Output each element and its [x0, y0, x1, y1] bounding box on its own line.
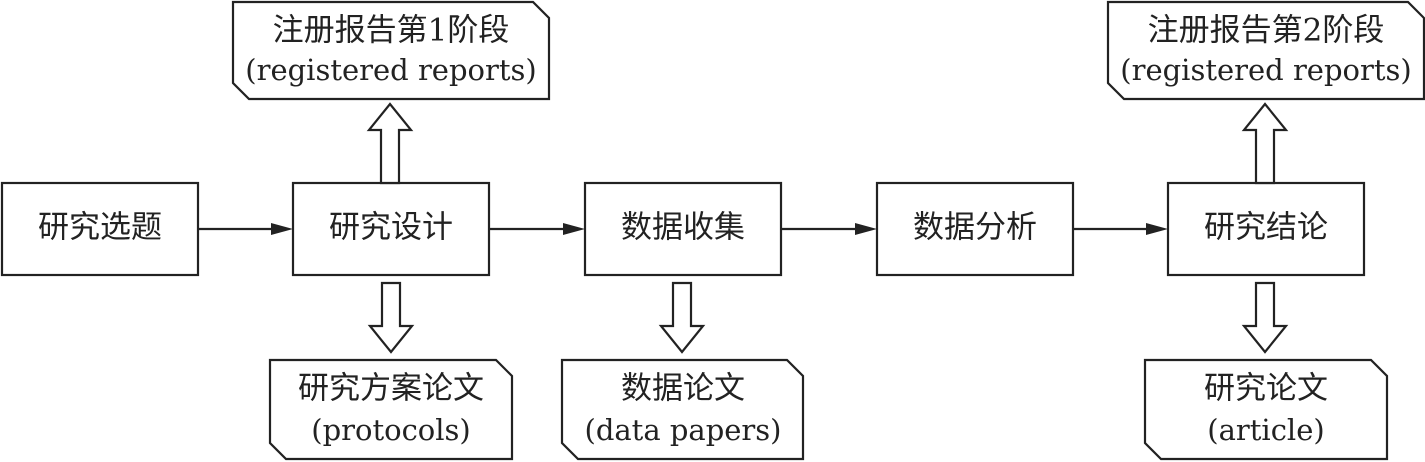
- down-arrow-conclusion: [1241, 281, 1289, 354]
- output-registered-report-stage2-title: 注册报告第2阶段: [1148, 13, 1385, 49]
- down-arrow-design: [367, 281, 415, 354]
- flow-arrow-3: [781, 223, 877, 235]
- output-registered-report-stage1: 注册报告第1阶段 (registered reports): [231, 0, 551, 101]
- step-data-collection-label: 数据收集: [621, 210, 745, 246]
- down-arrow-collection: [658, 281, 706, 354]
- output-registered-report-stage2-subtitle: (registered reports): [1120, 53, 1411, 87]
- output-data-papers-subtitle: (data papers): [585, 413, 782, 447]
- up-arrow-conclusion: [1241, 102, 1289, 185]
- output-protocols-subtitle: (protocols): [311, 413, 471, 447]
- step-topic-selection: 研究选题: [0, 181, 200, 277]
- output-data-papers-title: 数据论文: [621, 371, 745, 407]
- flow-arrow-1: [198, 223, 293, 235]
- step-research-conclusion-label: 研究结论: [1204, 210, 1328, 246]
- output-article-subtitle: (article): [1207, 413, 1324, 447]
- output-protocols: 研究方案论文 (protocols): [268, 358, 514, 461]
- output-protocols-title: 研究方案论文: [298, 371, 484, 407]
- up-arrow-design: [366, 102, 414, 185]
- output-registered-report-stage1-title: 注册报告第1阶段: [273, 13, 510, 49]
- step-research-design-label: 研究设计: [329, 210, 453, 246]
- flow-arrow-4: [1073, 223, 1168, 235]
- output-data-papers: 数据论文 (data papers): [560, 358, 805, 461]
- step-research-design: 研究设计: [291, 181, 491, 277]
- flow-arrow-2: [489, 223, 585, 235]
- output-registered-report-stage1-subtitle: (registered reports): [245, 53, 536, 87]
- output-registered-report-stage2: 注册报告第2阶段 (registered reports): [1106, 0, 1425, 101]
- step-topic-selection-label: 研究选题: [38, 210, 162, 246]
- step-data-analysis-label: 数据分析: [913, 210, 1037, 246]
- step-data-collection: 数据收集: [583, 181, 783, 277]
- step-data-analysis: 数据分析: [875, 181, 1075, 277]
- step-research-conclusion: 研究结论: [1166, 181, 1366, 277]
- output-article: 研究论文 (article): [1143, 358, 1389, 461]
- output-article-title: 研究论文: [1204, 371, 1328, 407]
